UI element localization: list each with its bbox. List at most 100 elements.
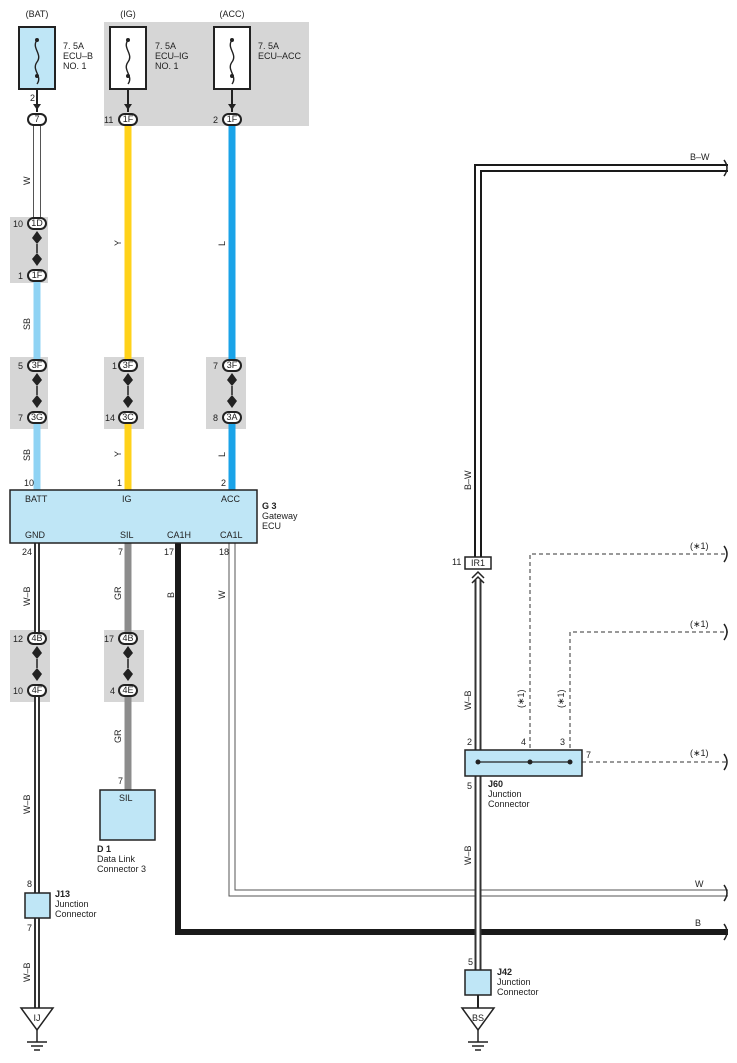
pin-j60-5: 5: [467, 781, 472, 791]
ir1-arrow: [471, 570, 485, 584]
fuse-ig-name2: NO. 1: [155, 61, 179, 71]
pin-acc-fuse: 2: [213, 115, 218, 125]
j60-name2: Connector: [488, 799, 530, 809]
conn-3c: 3C: [122, 412, 134, 422]
pin-j13-out: 7: [27, 923, 32, 933]
ground-bs-label: BS: [472, 1013, 484, 1023]
j60-box: [464, 749, 583, 777]
ground-ij: [19, 1007, 55, 1051]
pin-3c: 14: [105, 413, 115, 423]
pin-ir1: 11: [452, 557, 461, 567]
pin-g3-ca1h: 17: [164, 547, 174, 557]
j13-code: J13: [55, 889, 70, 899]
g3-name1: Gateway: [262, 511, 298, 521]
j13-name1: Junction: [55, 899, 89, 909]
wire-ca1h-b: [175, 543, 728, 935]
fuse-ig-name1: ECU–IG: [155, 51, 189, 61]
g3-batt: BATT: [25, 494, 48, 504]
pin-g3-ig: 1: [117, 478, 122, 488]
pin-g3-gnd: 24: [22, 547, 32, 557]
wire-label-w2: W: [217, 590, 227, 599]
wire-label-wb1: W–B: [22, 586, 32, 606]
wire-label-y2: Y: [113, 451, 123, 457]
wire-label-wb2: W–B: [22, 794, 32, 814]
g3-ig: IG: [122, 494, 132, 504]
dashed-wire-1: [529, 553, 728, 762]
pin-4f: 10: [13, 686, 23, 696]
wire-label-wb-r2: W–B: [463, 845, 473, 865]
fuse-bat-source: (BAT): [26, 9, 49, 19]
wire-label-bw-top: B–W: [690, 152, 710, 162]
pin-1f-mid: 1: [18, 271, 23, 281]
ir1-code: IR1: [471, 558, 485, 568]
wire-label-wb3: W–B: [22, 962, 32, 982]
g3-ca1l: CA1L: [220, 530, 243, 540]
note-5: (∗1): [556, 689, 566, 708]
fuse-acc-name1: ECU–ACC: [258, 51, 302, 61]
note-3: (∗1): [690, 748, 709, 758]
wire-label-b-right: B: [695, 918, 701, 928]
g3-name2: ECU: [262, 521, 281, 531]
conn-4b-sil: 4B: [122, 633, 133, 643]
j13-box: [24, 892, 51, 919]
fuse-ig-source: (IG): [120, 9, 136, 19]
conn-3f-bat: 3F: [32, 360, 43, 370]
fuse-bat-name2: NO. 1: [63, 61, 87, 71]
fuse-ecu-b: [18, 26, 56, 90]
g3-ca1h: CA1H: [167, 530, 191, 540]
conn-4f: 4F: [32, 685, 43, 695]
fuse-acc-rating: 7. 5A: [258, 41, 279, 51]
note-4: (∗1): [516, 689, 526, 708]
wire-label-l2: L: [217, 452, 227, 457]
wire-b-w: [474, 164, 728, 557]
pin-d1-sil: 7: [118, 776, 123, 786]
gateway-ecu-box: [9, 489, 258, 544]
pin-3f-ig: 1: [112, 361, 117, 371]
d1-code: D 1: [97, 844, 111, 854]
pin-4b-sil: 17: [104, 634, 114, 644]
pin-g3-acc: 2: [221, 478, 226, 488]
pin-g3-batt: 10: [24, 478, 34, 488]
fuse-bat-rating: 7. 5A: [63, 41, 84, 51]
pin-j13-in: 8: [27, 879, 32, 889]
pin-g3-ca1l: 18: [219, 547, 229, 557]
wire-label-y1: Y: [113, 240, 123, 246]
conn-4b-gnd: 4B: [31, 633, 42, 643]
pin-3g: 7: [18, 413, 23, 423]
pin-g3-sil: 7: [118, 547, 123, 557]
pin-j42-5: 5: [468, 957, 473, 967]
wire-label-gr2: GR: [113, 729, 123, 743]
fuse-ecu-acc: [213, 26, 251, 90]
j60-name1: Junction: [488, 789, 522, 799]
j42-name1: Junction: [497, 977, 531, 987]
conn-7: 7: [34, 114, 39, 124]
j42-name2: Connector: [497, 987, 539, 997]
wire-label-sb2: SB: [22, 449, 32, 461]
conn-3f-ig: 3F: [123, 360, 134, 370]
d1-box: [99, 789, 156, 841]
wire-label-sb1: SB: [22, 318, 32, 330]
g3-sil: SIL: [120, 530, 134, 540]
j13-name2: Connector: [55, 909, 97, 919]
pin-j60-4: 4: [521, 737, 526, 747]
g3-acc: ACC: [221, 494, 241, 504]
pin-j60-2: 2: [467, 737, 472, 747]
conn-3f-acc: 3F: [227, 360, 238, 370]
wire-break-marks: [723, 159, 728, 941]
conn-1f-mid: 1F: [32, 270, 43, 280]
pin-4b-gnd: 12: [13, 634, 23, 644]
fuse-ig-rating: 7. 5A: [155, 41, 176, 51]
mating-arrows: [32, 231, 237, 681]
wire-label-gr1: GR: [113, 586, 123, 600]
j42-code: J42: [497, 967, 512, 977]
wire-label-b: B: [166, 592, 176, 598]
j42-box: [464, 969, 492, 996]
pin-4e: 4: [110, 686, 115, 696]
ir1-box: [464, 556, 492, 570]
wire-ca1l-w: [228, 543, 728, 897]
dashed-wire-2: [569, 631, 728, 762]
connector-ovals: [27, 113, 242, 697]
pin-3f-bat: 5: [18, 361, 23, 371]
d1-name1: Data Link: [97, 854, 136, 864]
